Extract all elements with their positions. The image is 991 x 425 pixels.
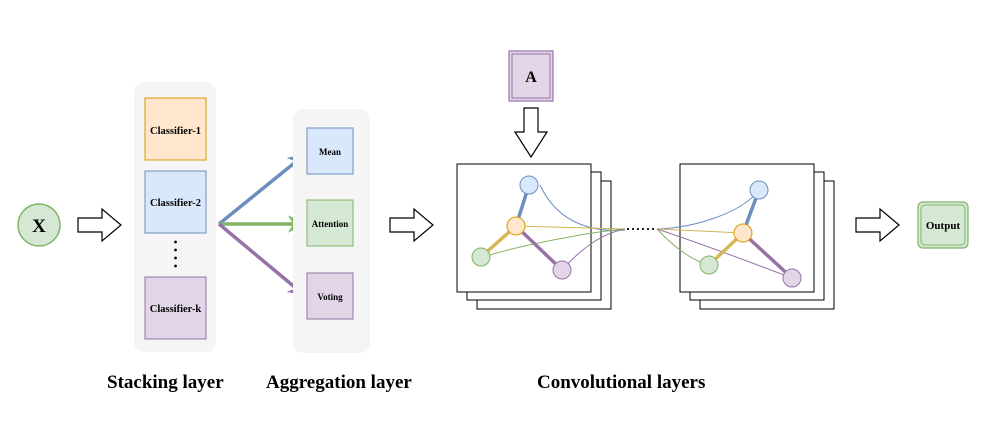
graph-right-node-purple — [782, 268, 802, 288]
flow-arrow-3 — [855, 207, 900, 243]
classifier-2-box — [144, 170, 207, 234]
arrow-to-voting — [217, 222, 306, 297]
input-node — [17, 203, 61, 247]
output-box-outer — [917, 201, 969, 249]
convolutional-layers-caption: Convolutional layers — [537, 372, 706, 393]
output-label: Output — [926, 220, 961, 232]
graph-left-node-orange — [506, 216, 526, 236]
classifier-1-box — [144, 97, 207, 161]
ellipsis-vertical — [174, 240, 177, 268]
arrow-to-mean — [217, 153, 306, 226]
graph-right-node-orange — [733, 223, 753, 243]
stacking-layer-caption: Stacking layer — [107, 372, 224, 393]
classifier-k-label: Classifier-k — [150, 304, 202, 315]
voting-box — [306, 272, 354, 320]
voting-label: Voting — [317, 292, 343, 302]
mean-box — [306, 127, 354, 175]
mean-label: Mean — [319, 147, 341, 157]
classifier-1-label: Classifier-1 — [150, 126, 201, 137]
adjacency-box-outer — [508, 50, 554, 102]
graph-left-node-purple — [552, 260, 572, 280]
attention-box — [306, 199, 354, 247]
output-box-inner — [920, 204, 966, 246]
graph-right-node-blue — [749, 180, 769, 200]
attention-label: Attention — [312, 219, 349, 229]
graph-left-node-blue — [519, 175, 539, 195]
input-node-label: X — [32, 216, 46, 237]
classifier-k-box — [144, 276, 207, 340]
adjacency-label: A — [525, 69, 537, 86]
graph-left-node-green — [471, 247, 491, 267]
flow-arrow-2 — [389, 207, 434, 243]
graph-right-node-green — [699, 255, 719, 275]
flow-arrow-1 — [77, 207, 122, 243]
aggregation-layer-caption: Aggregation layer — [266, 372, 412, 393]
classifier-2-label: Classifier-2 — [150, 198, 201, 209]
adjacency-box-inner — [511, 53, 551, 99]
adjacency-down-arrow — [513, 107, 549, 159]
